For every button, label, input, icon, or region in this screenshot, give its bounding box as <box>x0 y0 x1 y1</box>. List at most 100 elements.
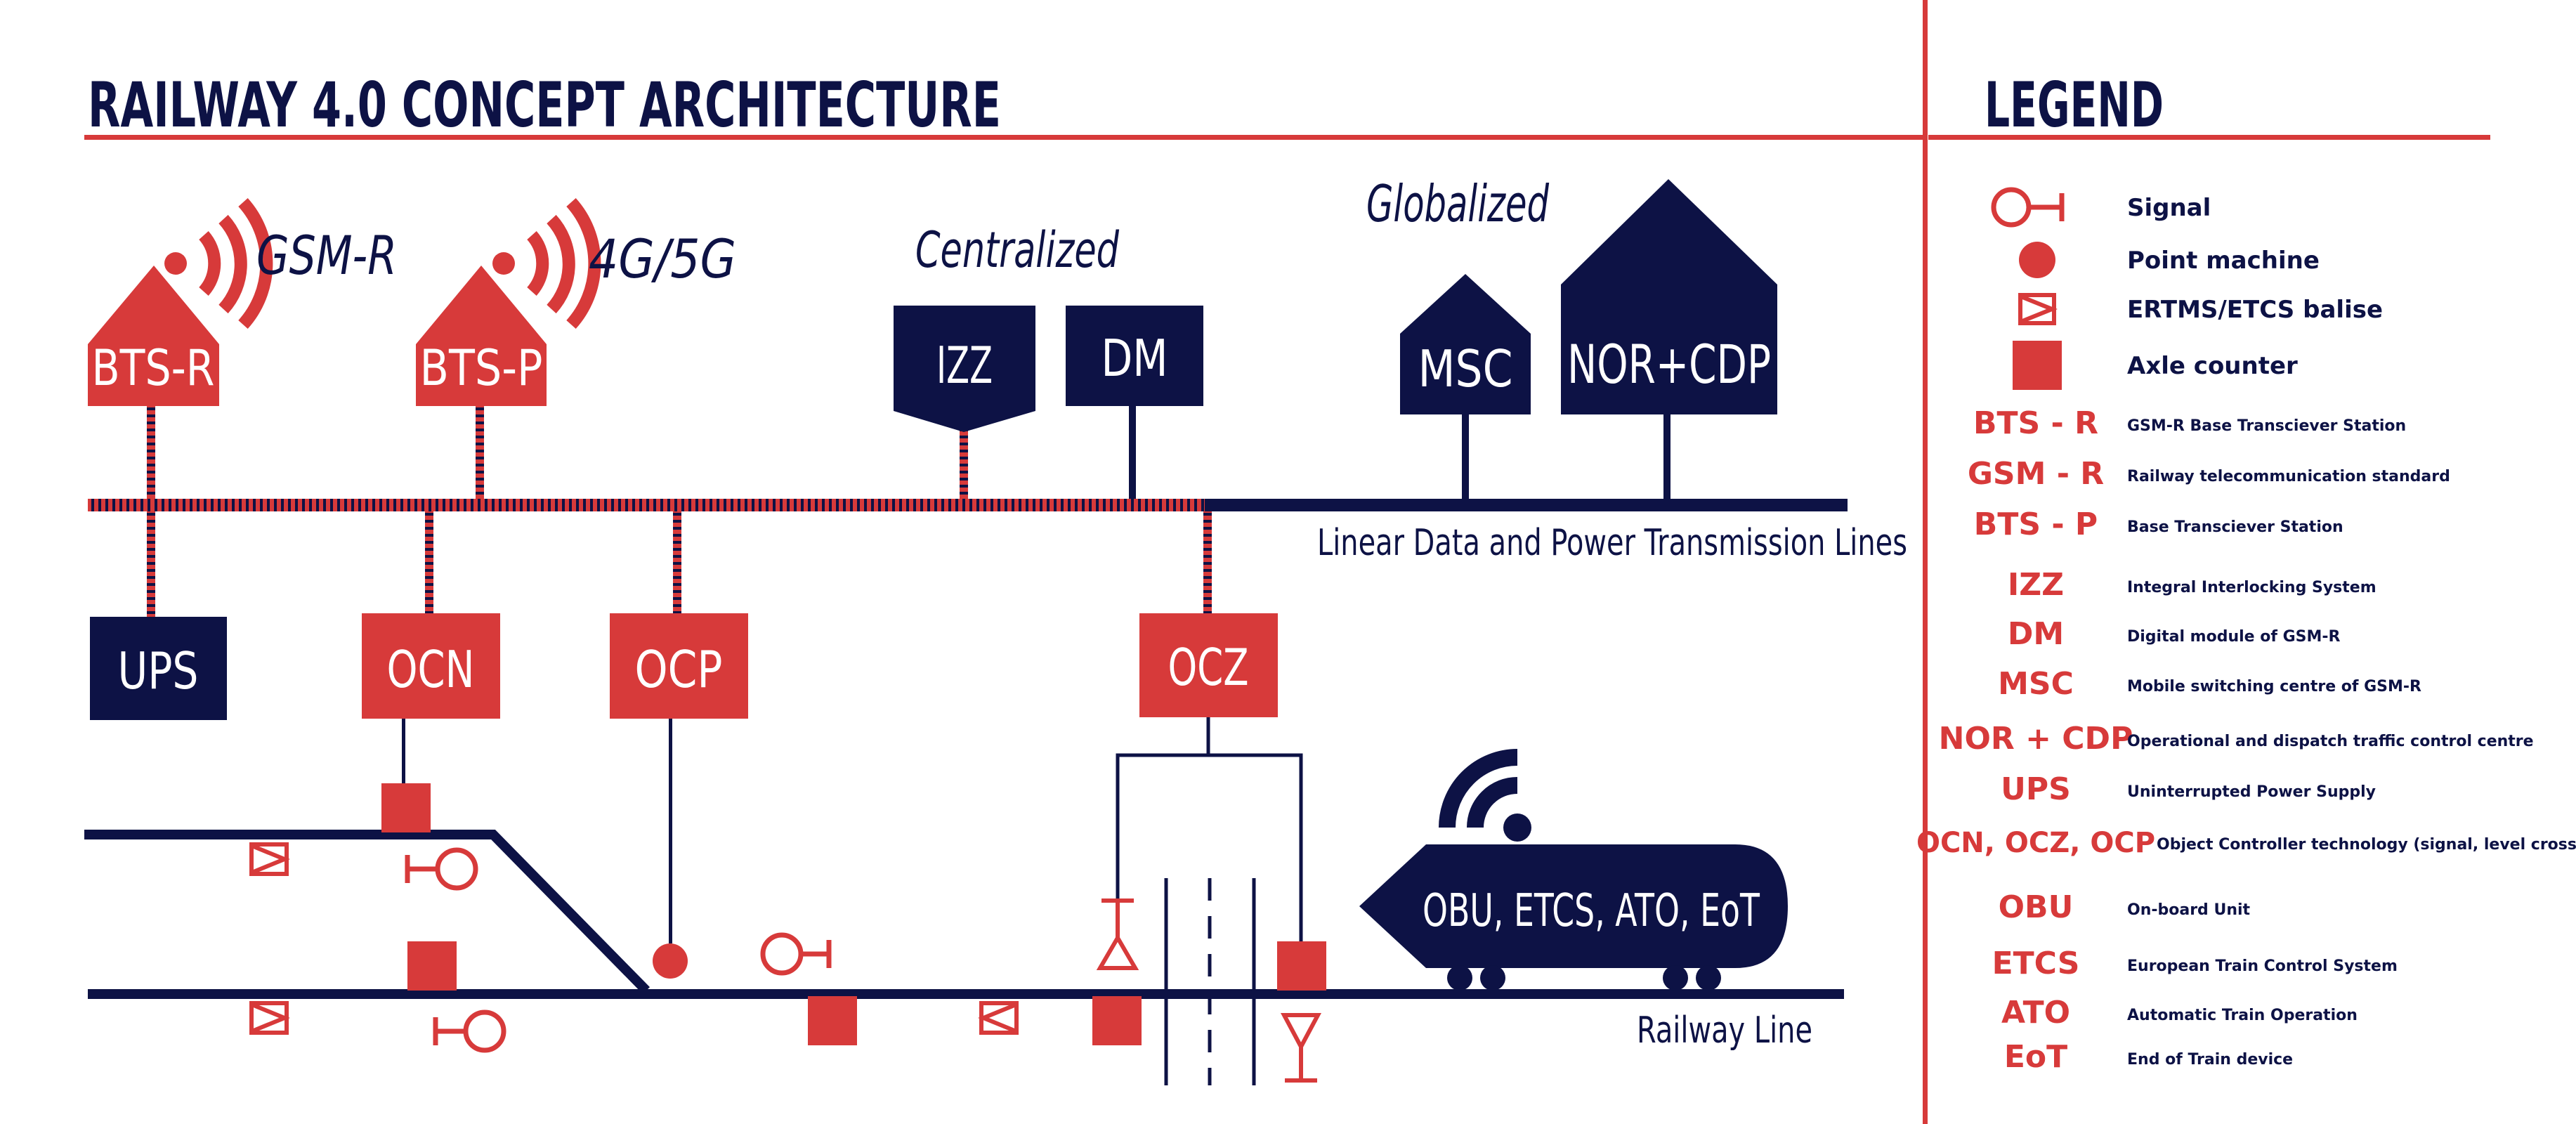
signal-icon <box>1991 187 2065 228</box>
legend-desc: On-board Unit <box>2127 901 2251 919</box>
legend-abbr: DM <box>2008 616 2064 652</box>
dm-connector <box>1129 406 1136 499</box>
legend-divider <box>1923 0 1928 1124</box>
nor-cdp-node: NOR+CDP <box>1561 179 1777 414</box>
signal-icon <box>760 932 832 976</box>
legend-desc: End of Train device <box>2127 1051 2293 1069</box>
msc-label: MSC <box>1418 339 1513 398</box>
antenna-icon <box>164 197 273 329</box>
axle-counter-icon <box>1092 996 1142 1045</box>
legend-abbr: OCN, OCZ, OCP <box>1916 827 2155 859</box>
dm-node: DM <box>1066 306 1203 406</box>
point-machine-icon <box>2019 242 2055 278</box>
ocz-label: OCZ <box>1168 638 1249 697</box>
linear-lines-label: Linear Data and Power Transmission Lines <box>1317 522 1907 564</box>
title-underline <box>84 135 1925 140</box>
bts-r-node: BTS-R <box>88 266 219 406</box>
legend-desc: Base Transciever Station <box>2127 518 2343 536</box>
bts-r-label: BTS-R <box>92 339 215 397</box>
ocp-wire <box>669 719 672 943</box>
bts-r-connector <box>147 404 155 499</box>
level-crossing <box>1164 878 1256 1085</box>
point-machine-icon <box>653 943 688 979</box>
nor-cdp-label: NOR+CDP <box>1567 333 1771 396</box>
dm-label: DM <box>1101 329 1168 388</box>
legend-desc: Integral Interlocking System <box>2127 579 2376 596</box>
ups-connector <box>147 511 155 617</box>
data-transmission-line <box>1205 499 1848 511</box>
axle-counter-icon <box>407 941 457 991</box>
ocn-node: OCN <box>362 613 500 719</box>
ocz-connector <box>1203 511 1212 613</box>
bts-p-node: BTS-P <box>416 266 547 406</box>
legend-title: LEGEND <box>1985 69 2164 141</box>
ocp-connector <box>673 511 681 613</box>
balise-icon <box>249 842 290 876</box>
centralized-label: Centralized <box>915 221 1119 279</box>
antenna-icon <box>492 197 601 329</box>
izz-connector <box>960 425 968 499</box>
globalized-label: Globalized <box>1366 174 1550 233</box>
legend-symbol-label: Point machine <box>2127 247 2320 275</box>
msc-node: MSC <box>1400 274 1531 414</box>
ocz-wiring <box>1116 717 1303 941</box>
legend-symbol-label: Signal <box>2127 194 2211 222</box>
axle-counter-icon <box>1277 941 1326 991</box>
legend-abbr: OBU <box>1999 889 2074 925</box>
ocn-label: OCN <box>387 640 475 699</box>
legend-desc: Mobile switching centre of GSM-R <box>2127 678 2421 695</box>
railway-tracks <box>84 830 1844 999</box>
ocn-connector <box>425 511 433 613</box>
legend-underline <box>1928 135 2490 140</box>
ocn-wire <box>402 719 405 783</box>
signal-icon <box>405 847 478 891</box>
bts-p-connector <box>476 404 484 499</box>
legend-abbr: UPS <box>2001 771 2071 807</box>
ups-node: UPS <box>90 617 227 720</box>
axle-counter-icon <box>2013 341 2062 390</box>
bts-p-label: BTS-P <box>420 339 543 397</box>
balise-icon <box>2018 293 2058 325</box>
legend-abbr: BTS - R <box>1973 405 2098 441</box>
wifi-icon <box>1439 749 1531 842</box>
ocp-node: OCP <box>610 613 748 719</box>
crossing-sign-icon <box>1096 898 1139 970</box>
legend-desc: Digital module of GSM-R <box>2127 628 2340 646</box>
railway-line-label: Railway Line <box>1637 1009 1812 1052</box>
legend-abbr: IZZ <box>2008 567 2064 603</box>
legend-abbr: NOR + CDP <box>1939 721 2133 757</box>
train-label: OBU, ETCS, ATO, EoT <box>1423 885 1760 937</box>
train: OBU, ETCS, ATO, EoT <box>1359 844 1788 991</box>
balise-icon <box>978 1001 1019 1035</box>
ups-label: UPS <box>118 641 199 700</box>
legend-desc: Railway telecommunication standard <box>2127 468 2450 485</box>
legend-desc: Uninterrupted Power Supply <box>2127 783 2376 801</box>
crossing-sign-icon <box>1281 1013 1321 1083</box>
legend-symbol-label: Axle counter <box>2127 352 2298 380</box>
legend-desc: Automatic Train Operation <box>2127 1007 2358 1024</box>
axle-counter-icon <box>808 996 857 1045</box>
izz-node: IZZ <box>894 306 1035 432</box>
legend-desc: GSM-R Base Transciever Station <box>2127 417 2406 435</box>
gsm-r-label: GSM-R <box>256 224 397 287</box>
hybrid-transmission-line <box>88 499 1205 511</box>
balise-icon <box>249 1001 290 1035</box>
legend-abbr: BTS - P <box>1974 507 2098 542</box>
signal-icon <box>433 1009 506 1053</box>
ocp-label: OCP <box>635 640 723 699</box>
axle-counter-icon <box>381 783 431 832</box>
legend-symbol-label: ERTMS/ETCS balise <box>2127 296 2383 324</box>
legend-desc: European Train Control System <box>2127 958 2398 975</box>
4g-5g-label: 4G/5G <box>589 228 736 290</box>
page-title: RAILWAY 4.0 CONCEPT ARCHITECTURE <box>88 69 1001 141</box>
legend-abbr: ATO <box>2001 995 2070 1031</box>
legend-abbr: MSC <box>1998 666 2074 702</box>
nor-cdp-connector <box>1663 414 1671 499</box>
legend-desc: Object Controller technology (signal, le… <box>2157 836 2576 854</box>
legend-abbr: ETCS <box>1992 946 2080 981</box>
ocz-node: OCZ <box>1139 613 1278 717</box>
msc-connector <box>1462 414 1469 499</box>
